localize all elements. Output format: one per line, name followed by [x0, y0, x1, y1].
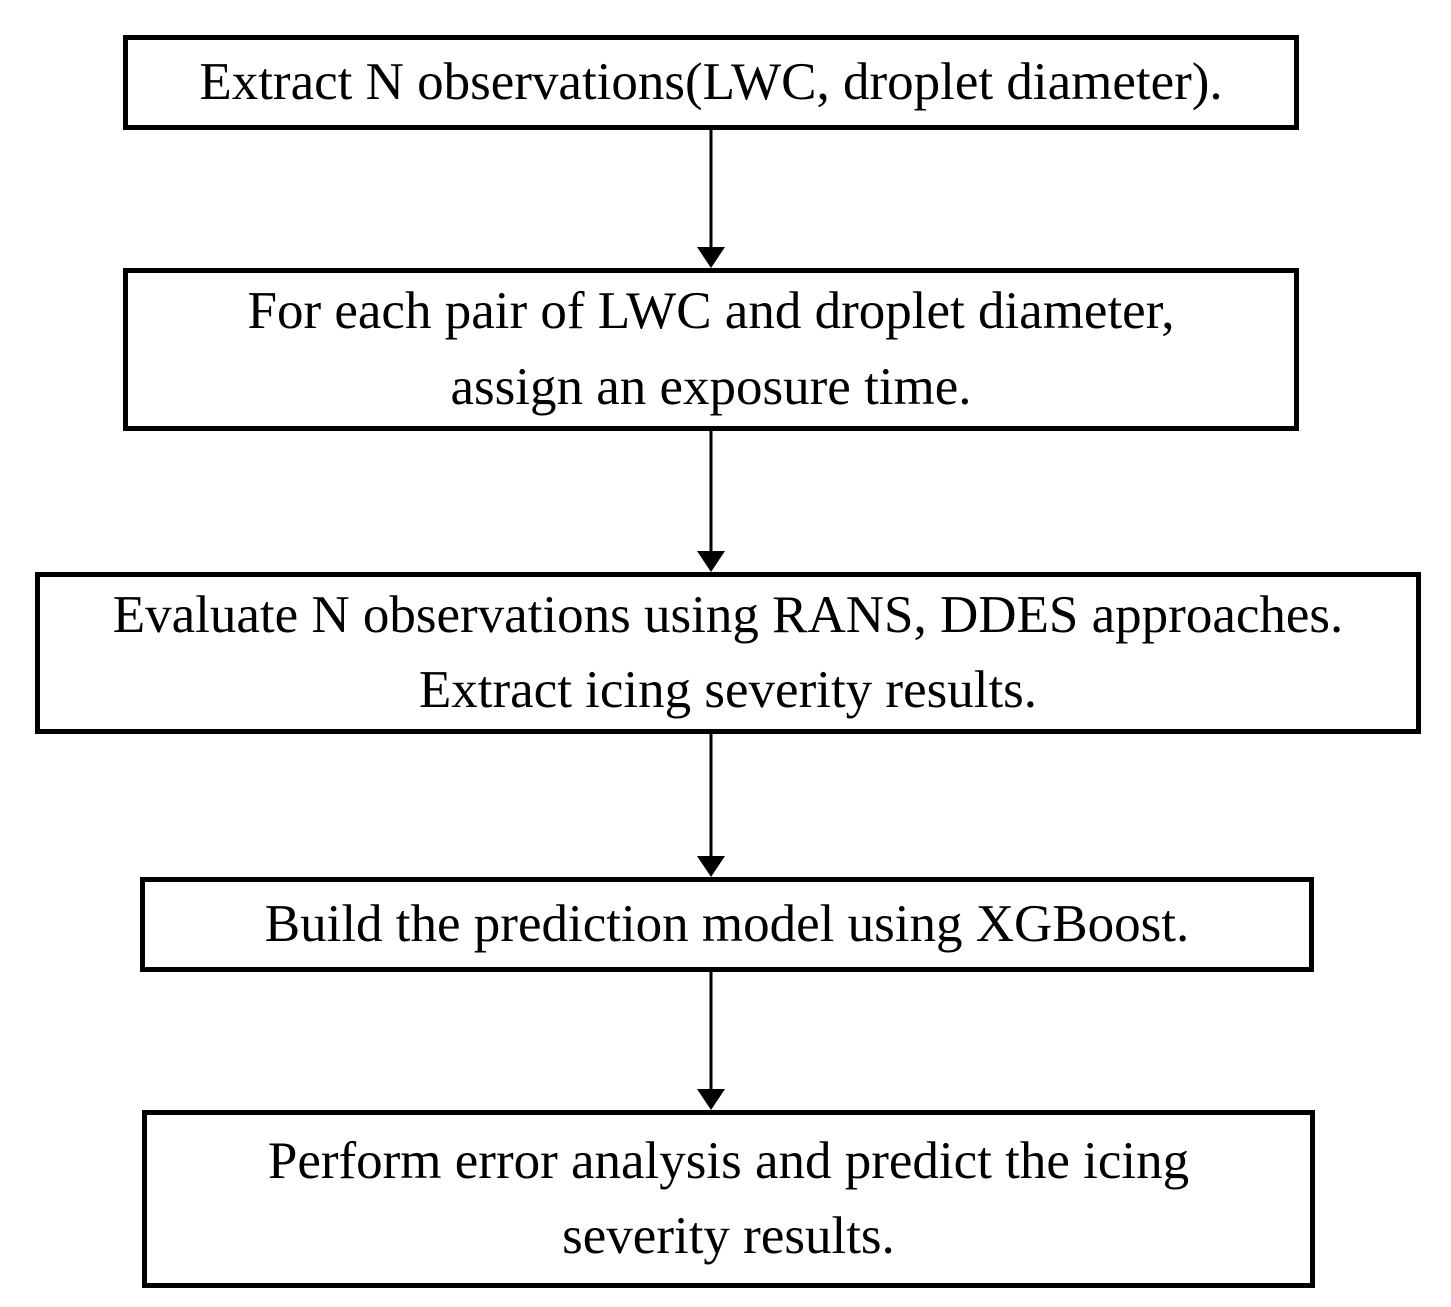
arrow-stem [709, 431, 713, 553]
arrow-stem [709, 130, 713, 249]
flow-step-label: Evaluate N observations using RANS, DDES… [112, 585, 1344, 719]
down-arrow-connector-1 [697, 130, 725, 268]
flow-step-label: For each pair of LWC and droplet diamete… [247, 282, 1175, 416]
arrow-stem [709, 972, 713, 1091]
down-arrow-connector-2 [697, 431, 725, 572]
flow-step-label: Perform error analysis and predict the i… [267, 1131, 1190, 1265]
arrow-stem [709, 734, 713, 858]
flow-step-label: Build the prediction model using XGBoost… [264, 894, 1190, 953]
flow-step-error-analysis-predict: Perform error analysis and predict the i… [142, 1110, 1315, 1288]
flow-step-evaluate-rans-ddes: Evaluate N observations using RANS, DDES… [35, 572, 1421, 734]
flow-step-extract-observations: Extract N observations(LWC, droplet diam… [123, 35, 1299, 130]
arrow-head-icon [697, 1089, 725, 1110]
flow-step-label: Extract N observations(LWC, droplet diam… [199, 52, 1223, 111]
down-arrow-connector-3 [697, 734, 725, 877]
down-arrow-connector-4 [697, 972, 725, 1110]
arrow-head-icon [697, 856, 725, 877]
arrow-head-icon [697, 551, 725, 572]
flow-step-assign-exposure-time: For each pair of LWC and droplet diamete… [123, 268, 1299, 431]
flow-step-build-xgboost-model: Build the prediction model using XGBoost… [140, 877, 1314, 972]
arrow-head-icon [697, 247, 725, 268]
